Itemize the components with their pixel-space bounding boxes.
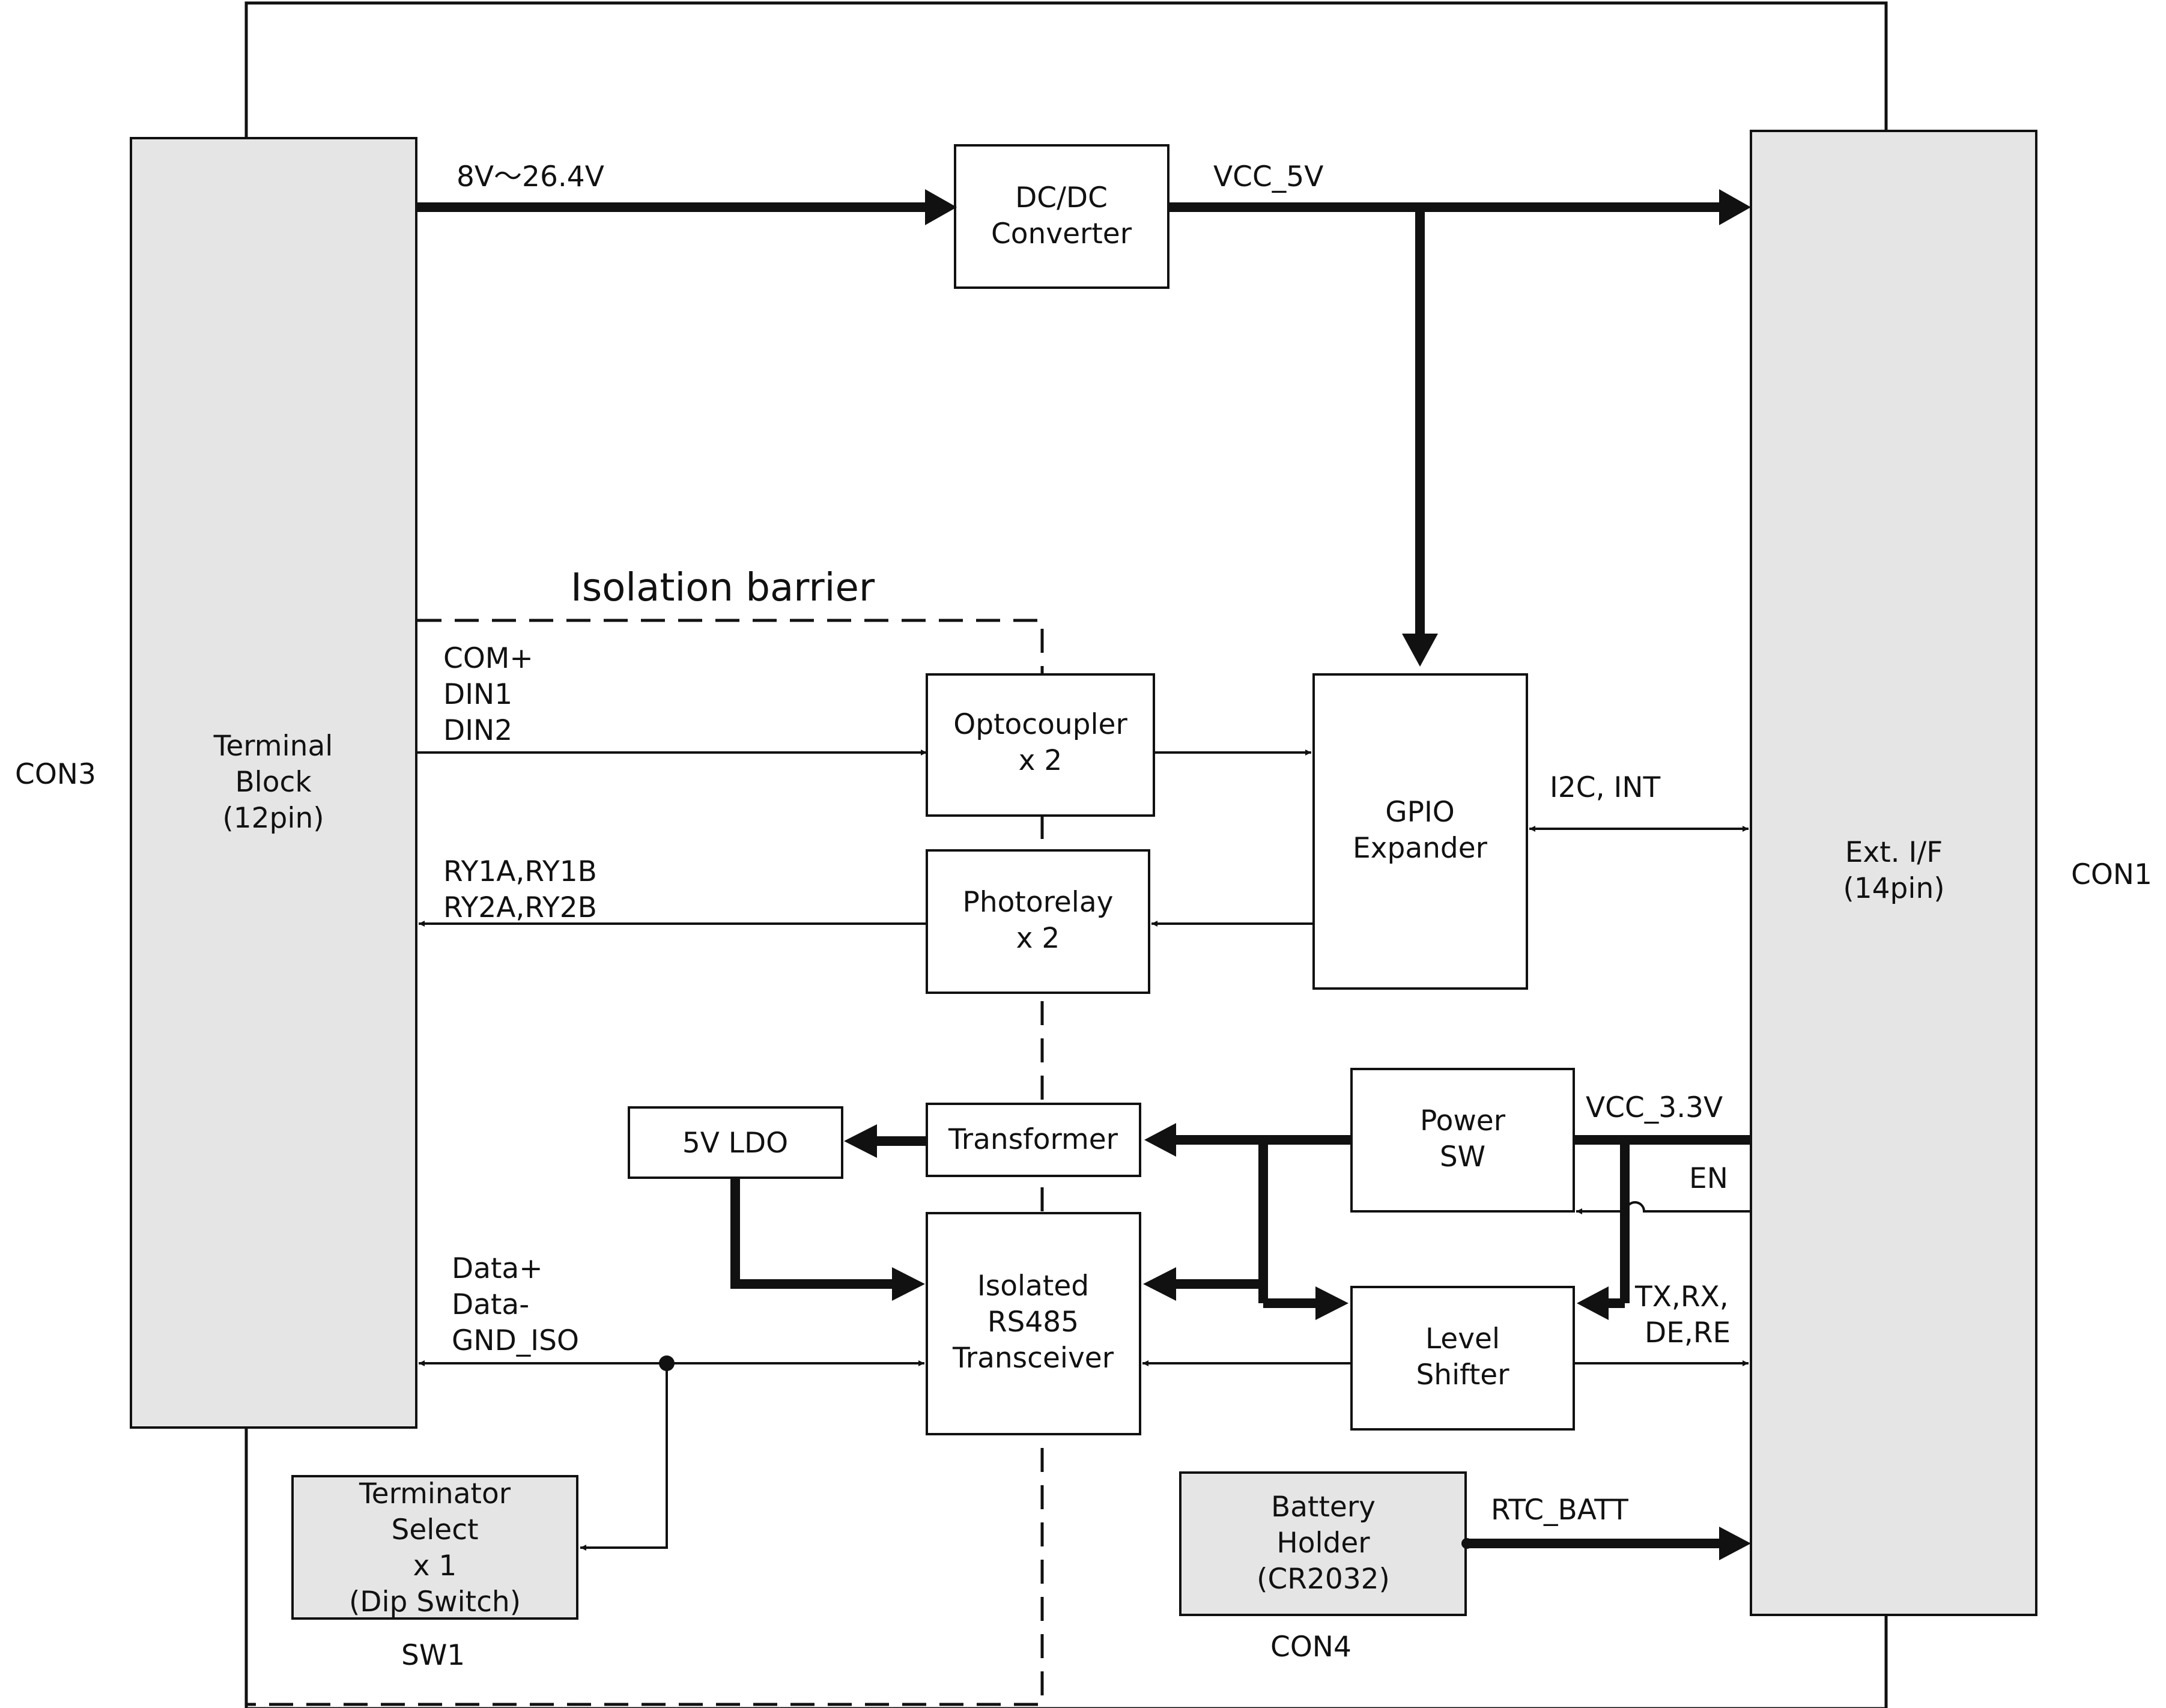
con3-ref-label: CON3	[15, 758, 96, 791]
battery-junction-dot	[1461, 1538, 1472, 1549]
isolation-barrier-line	[244, 619, 1044, 1706]
signal-wires	[416, 750, 1751, 1551]
svg-text:5V LDO: 5V LDO	[682, 1127, 788, 1160]
svg-text:Transformer: Transformer	[948, 1123, 1118, 1156]
i2c-label: I2C, INT	[1550, 771, 1660, 804]
ldo-block: 5V LDO	[628, 1106, 843, 1179]
en-label: EN	[1689, 1162, 1728, 1195]
vcc5-label: VCC_5V	[1213, 160, 1323, 193]
power-arrowheads	[844, 189, 1751, 1560]
rtc-batt-label: RTC_BATT	[1491, 1494, 1628, 1527]
svg-text:Ext. I/F(14pin): Ext. I/F(14pin)	[1843, 836, 1944, 905]
data-junction-dot	[659, 1355, 675, 1371]
con1-ref-label: CON1	[2071, 858, 2152, 891]
sw1-ref-label: SW1	[401, 1639, 465, 1672]
vin-label: 8V〜26.4V	[457, 160, 604, 193]
con4-ref-label: CON4	[1270, 1631, 1351, 1664]
uart-label: TX,RX,DE,RE	[1634, 1280, 1731, 1349]
con1-ext-if: Ext. I/F(14pin)	[1750, 130, 2037, 1616]
power-wires	[416, 202, 1751, 1548]
vcc33-label: VCC_3.3V	[1586, 1091, 1723, 1124]
transformer-block: Transformer	[926, 1103, 1141, 1177]
data-label: Data+Data-GND_ISO	[452, 1252, 579, 1357]
isolation-barrier-title: Isolation barrier	[571, 566, 875, 610]
